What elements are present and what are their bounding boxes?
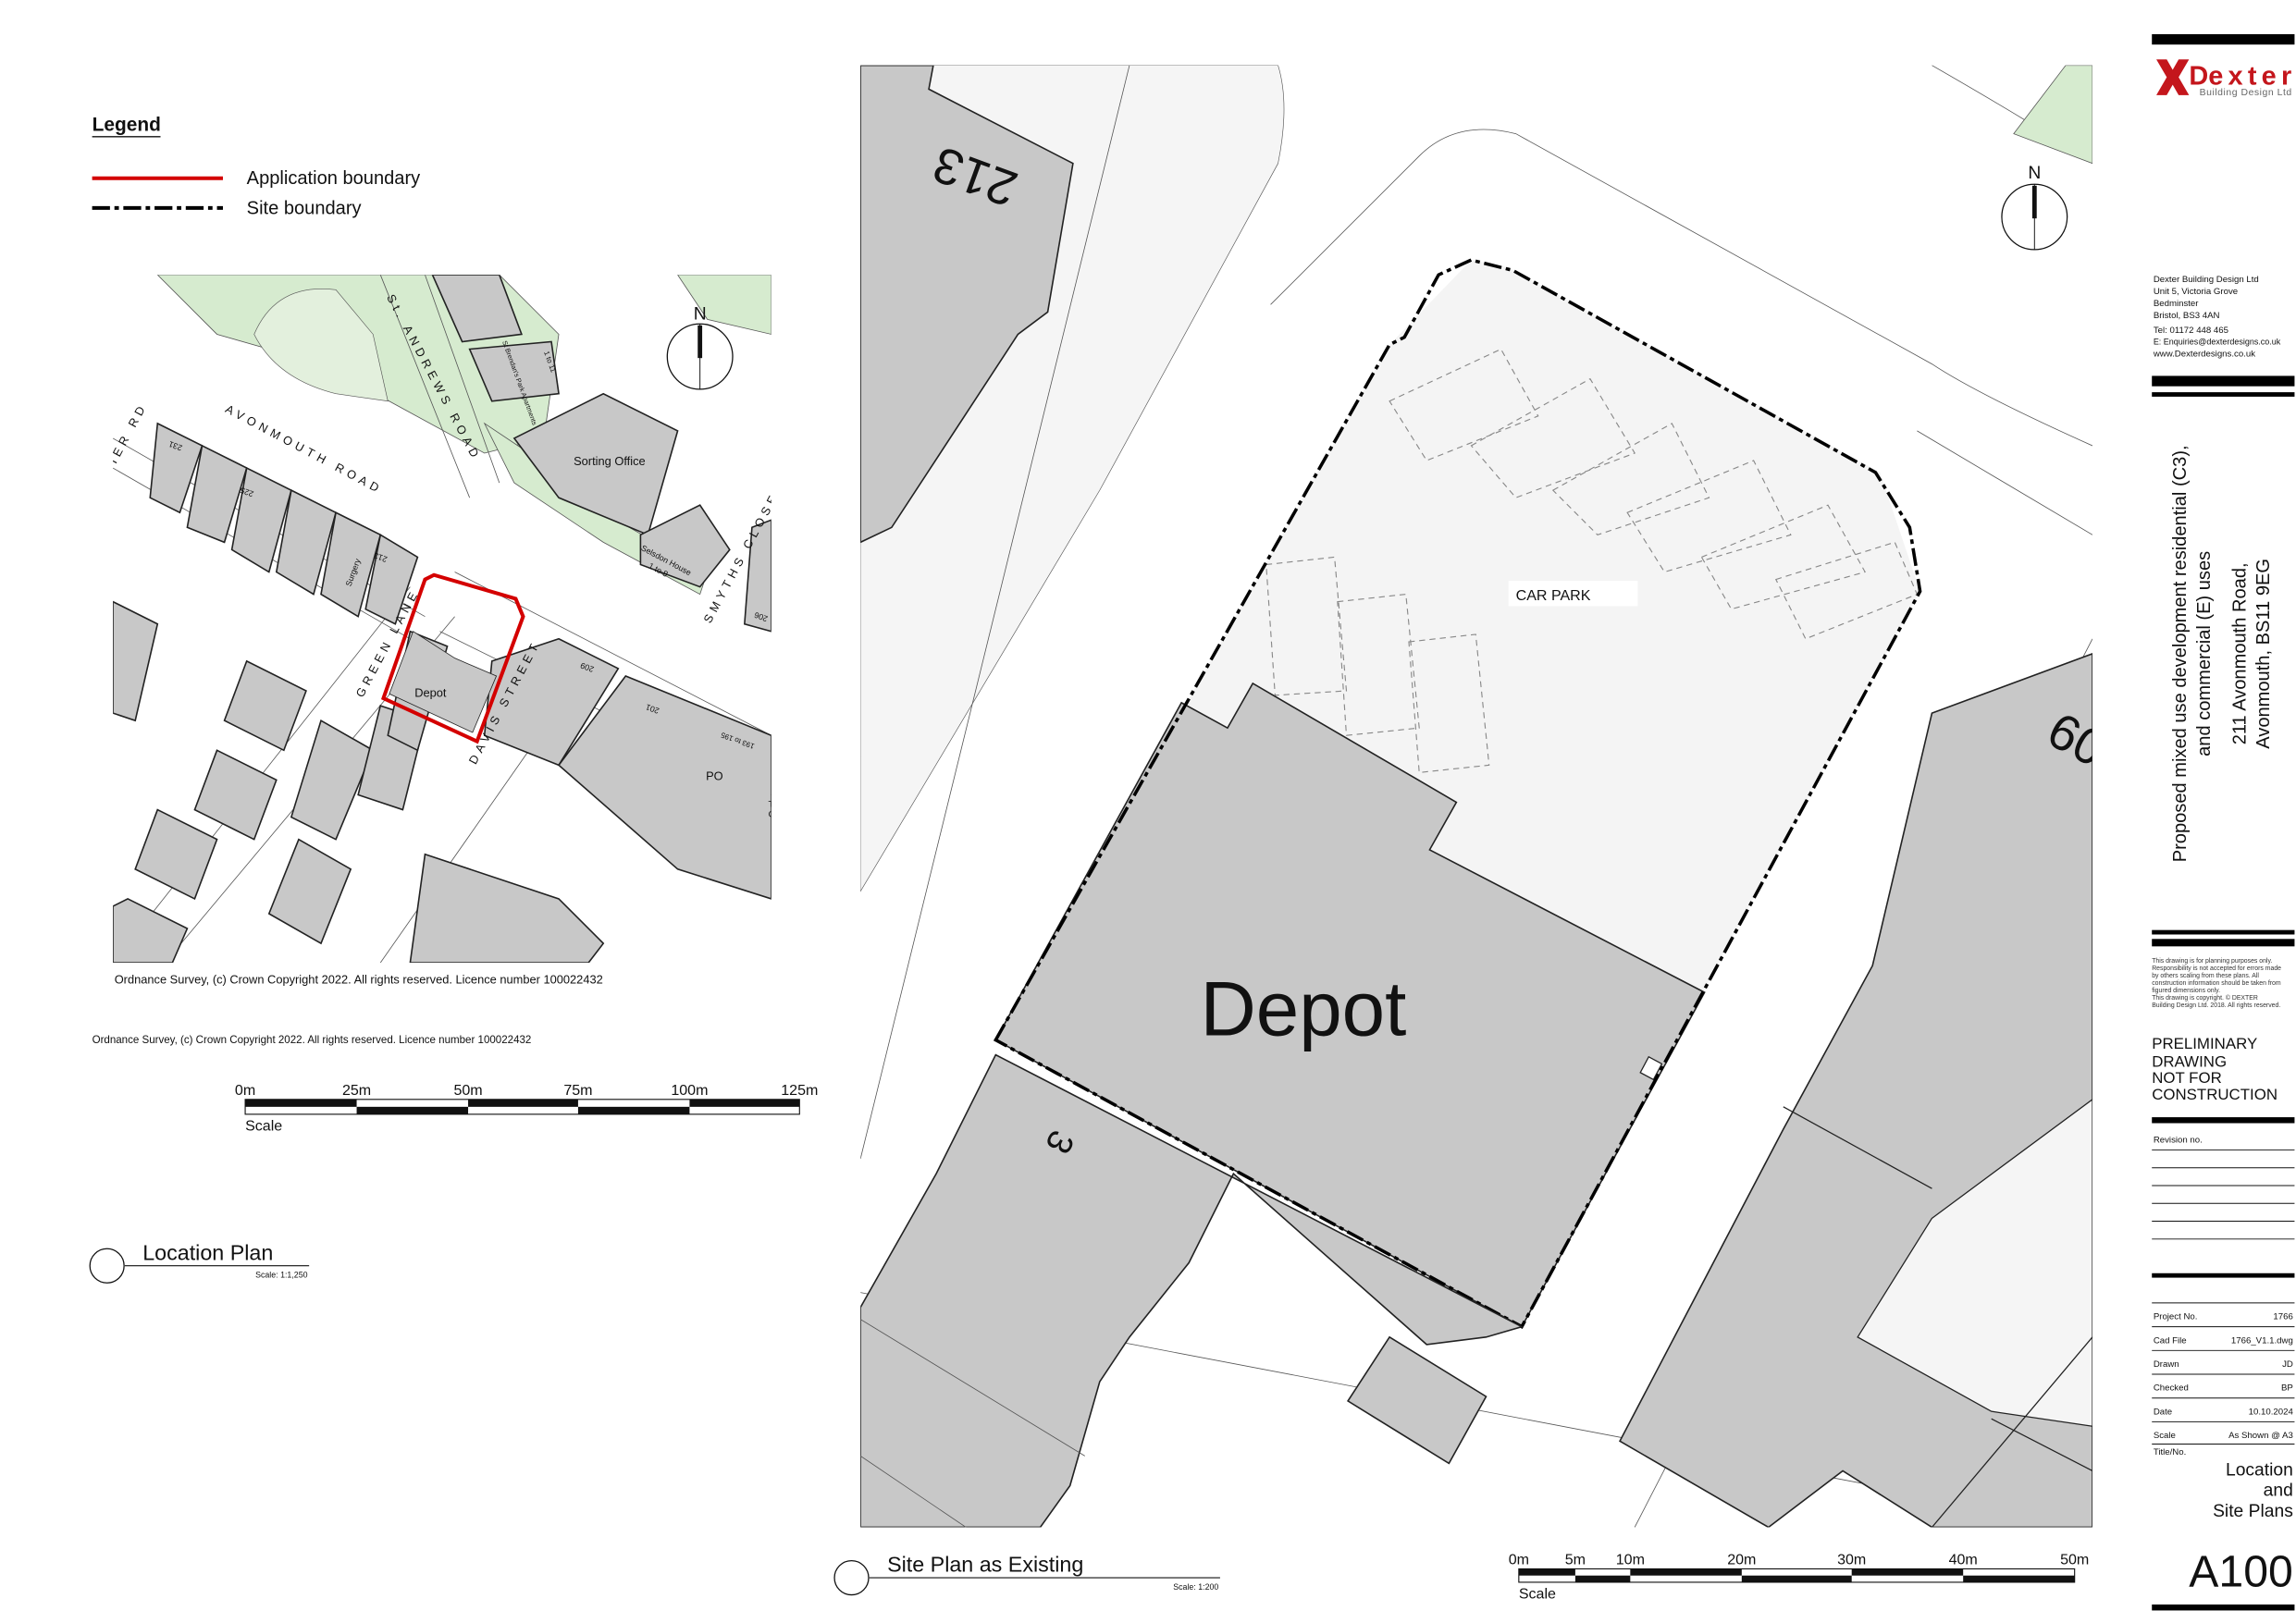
title-block: D exter Building Design Ltd Dexter Build…: [2152, 33, 2295, 1611]
field-label: Date: [2154, 1407, 2172, 1417]
status-line: NOT FOR: [2152, 1069, 2222, 1087]
address-line: Bedminster: [2154, 299, 2199, 309]
site-label-car-park: CAR PARK: [1516, 587, 1591, 604]
scale-tick: 25m: [342, 1082, 371, 1099]
scale-tick: 125m: [781, 1082, 818, 1099]
scale-tick: 5m: [1565, 1552, 1586, 1568]
revision-label: Revision no.: [2154, 1135, 2203, 1145]
scale-tick: 0m: [1509, 1552, 1529, 1568]
scale-tick: 40m: [1949, 1552, 1978, 1568]
map-copyright-caption: Ordnance Survey, (c) Crown Copyright 202…: [115, 973, 603, 987]
drawing-title-line: Location: [2226, 1460, 2293, 1480]
field-value: 1766: [2273, 1312, 2292, 1322]
scale-label: Scale: [245, 1118, 282, 1135]
copyright-note: Ordnance Survey, (c) Crown Copyright 202…: [93, 1035, 532, 1046]
scale-tick: 20m: [1727, 1552, 1756, 1568]
legend: Legend Application boundary Site boundar…: [92, 114, 421, 218]
field-value: JD: [2282, 1359, 2293, 1370]
title-label: Title/No.: [2154, 1447, 2186, 1457]
dexter-logo: D exter Building Design Ltd: [2156, 59, 2291, 98]
svg-text:Building Design Ltd: Building Design Ltd: [2200, 88, 2292, 98]
north-label: N: [2028, 164, 2041, 183]
note-line: Building Design Ltd. 2018. All rights re…: [2152, 1002, 2280, 1009]
map-label-depot: Depot: [414, 685, 447, 699]
scale-tick: 10m: [1616, 1552, 1645, 1568]
site-plan-scale: Scale: 1:200: [1173, 1582, 1218, 1592]
note-line: figured dimensions only.: [2152, 988, 2220, 994]
legend-site-boundary: Site boundary: [247, 198, 362, 218]
north-label: N: [694, 304, 707, 324]
project-line: and commercial (E) uses: [2194, 551, 2215, 756]
note-line: This drawing is copyright. © DEXTER: [2152, 994, 2258, 1002]
field-label: Project No.: [2154, 1312, 2198, 1322]
scale-tick: 75m: [563, 1082, 592, 1099]
scale-tick: 100m: [671, 1082, 708, 1099]
field-value: BP: [2281, 1383, 2293, 1394]
address-line: Bristol, BS3 4AN: [2154, 311, 2220, 321]
scale-label: Scale: [1519, 1586, 1556, 1603]
map-number: 201: [645, 702, 660, 715]
drawing-title-line: and: [2264, 1482, 2293, 1501]
status-line: PRELIMINARY: [2152, 1035, 2257, 1052]
address-line: Dexter Building Design Ltd: [2154, 275, 2259, 285]
site-north-arrow: N: [2001, 164, 2068, 251]
application-boundary: [380, 572, 525, 744]
map-number: 231: [167, 439, 183, 452]
svg-text:D: D: [2189, 62, 2208, 92]
scale-tick: 30m: [1837, 1552, 1866, 1568]
drawing-title-line: Site Plans: [2213, 1502, 2293, 1521]
address-line: Tel: 01172 448 465: [2154, 326, 2228, 336]
scale-tick: 50m: [453, 1082, 482, 1099]
field-label: Cad File: [2154, 1335, 2187, 1346]
location-plan-heading: Location Plan: [142, 1240, 273, 1264]
location-north-arrow: N: [664, 304, 736, 393]
site-label-depot: Depot: [1200, 965, 1406, 1052]
legend-title: Legend: [93, 114, 161, 135]
map-number: 209: [579, 660, 595, 673]
address-line: Unit 5, Victoria Grove: [2154, 287, 2238, 297]
status-line: CONSTRUCTION: [2152, 1086, 2277, 1103]
map-number: 213: [373, 550, 389, 563]
field-value: As Shown @ A3: [2228, 1431, 2293, 1441]
site-plan-heading: Site Plan as Existing: [887, 1553, 1083, 1577]
drawing-info-table: Project No. 1766 Cad File 1766_V1.1.dwg …: [2152, 1302, 2295, 1445]
address-line: www.Dexterdesigns.co.uk: [2153, 350, 2255, 360]
site-plan: Depot CAR PARK 213 3 60: [860, 65, 2092, 1528]
field-label: Checked: [2154, 1383, 2189, 1394]
note-line: by others scaling from these plans. All: [2152, 973, 2259, 979]
field-label: Scale: [2154, 1431, 2176, 1441]
map-number: 225: [239, 486, 254, 498]
scale-tick: 50m: [2060, 1552, 2089, 1568]
map-label-sorting-office: Sorting Office: [574, 454, 646, 468]
site-scale-bar: 0m 5m 10m 20m 30m 40m 50m Scale: [1509, 1552, 2090, 1603]
logo-text: exter: [2208, 62, 2291, 92]
note-line: This drawing is for planning purposes on…: [2152, 958, 2272, 965]
address-line: E: Enquiries@dexterdesigns.co.uk: [2154, 338, 2281, 347]
location-map: Depot Sorting Office PO The Old Church A…: [113, 275, 800, 964]
field-value: 10.10.2024: [2249, 1407, 2294, 1417]
site-plan-title: Site Plan as Existing Scale: 1:200: [833, 1553, 1220, 1596]
project-line: Proposed mixed use development residenti…: [2170, 445, 2191, 862]
location-plan-scale: Scale: 1:1,250: [255, 1271, 308, 1280]
project-line: Avonmouth, BS11 9EG: [2253, 559, 2274, 749]
scale-tick: 0m: [235, 1082, 255, 1099]
project-line: 211 Avonmouth Road,: [2229, 562, 2250, 744]
field-label: Drawn: [2154, 1359, 2179, 1370]
note-line: construction information should be taken…: [2152, 980, 2281, 987]
note-line: Responsibility is not accepted for error…: [2152, 965, 2281, 972]
legend-application-boundary: Application boundary: [247, 168, 421, 189]
field-value: 1766_V1.1.dwg: [2231, 1335, 2293, 1346]
site-boundary: [993, 258, 1922, 1330]
map-label-po: PO: [706, 768, 723, 782]
location-scale-bar: 0m 25m 50m 75m 100m 125m Scale: [235, 1082, 818, 1135]
project-description: Proposed mixed use development residenti…: [2170, 445, 2274, 862]
map-number: 206: [753, 610, 769, 623]
status-line: DRAWING: [2152, 1052, 2227, 1070]
map-label-old-church-2: Church: [769, 810, 797, 820]
location-plan-title: Location Plan Scale: 1:1,250: [89, 1240, 310, 1284]
drawing-number: A100: [2189, 1547, 2293, 1597]
map-label-old-church-1: The Old: [769, 799, 800, 809]
